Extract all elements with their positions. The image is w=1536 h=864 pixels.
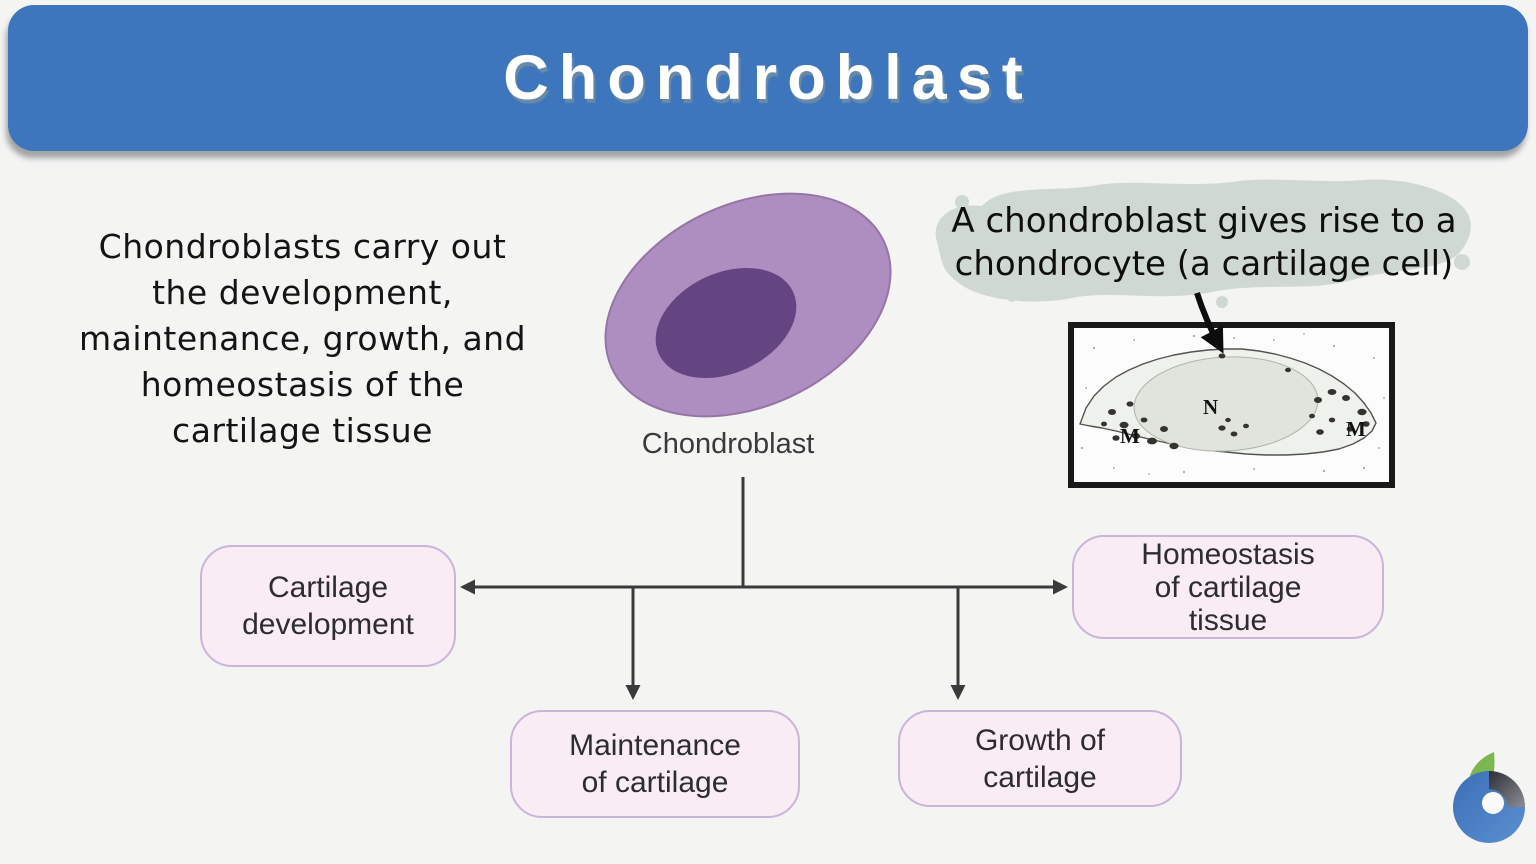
biology-online-logo-icon xyxy=(1453,752,1525,843)
logo-swirl xyxy=(1489,771,1525,807)
title-banner: Chondroblast xyxy=(8,5,1528,151)
logo-center-hole xyxy=(1482,792,1504,814)
callout-text: A chondroblast gives rise to a chondrocy… xyxy=(928,200,1480,286)
callout-line: chondrocyte (a cartilage cell) xyxy=(954,244,1454,284)
callout-highlight xyxy=(935,179,1471,308)
description-line: homeostasis of the xyxy=(140,365,465,404)
micrograph-drawing: M N M xyxy=(1079,333,1385,475)
flow-box-label-line: of cartilage xyxy=(1154,570,1302,604)
chondroblast-cell-illustration xyxy=(604,192,892,418)
flow-box-maintenance-of-cartilage: Maintenance of cartilage xyxy=(510,710,800,818)
description-line: cartilage tissue xyxy=(172,411,433,450)
flow-box-cartilage-development: Cartilage development xyxy=(200,545,456,667)
description-text: Chondroblasts carry out the development,… xyxy=(30,224,575,454)
mitochondria-label-left: M xyxy=(1120,424,1140,448)
mitochondria-label-right: M xyxy=(1346,417,1366,441)
flow-box-homeostasis-of-cartilage-tissue: Homeostasis of cartilage tissue xyxy=(1072,535,1384,639)
cell-figure-label: Chondroblast xyxy=(641,428,815,460)
callout-line: A chondroblast gives rise to a xyxy=(951,201,1457,241)
cell-nucleus xyxy=(655,267,797,379)
flow-lines xyxy=(460,477,1068,700)
flow-box-label-line: Growth of xyxy=(974,723,1106,757)
flow-box-label-line: tissue xyxy=(1188,603,1268,637)
description-line: the development, xyxy=(152,273,453,312)
flow-box-label-line: Maintenance xyxy=(569,729,741,762)
flow-box-label-line: development xyxy=(242,608,414,641)
flow-box-label-line: cartilage xyxy=(983,760,1097,794)
chondrocyte-micrograph: M N M xyxy=(1068,322,1395,488)
nucleus-label: N xyxy=(1203,395,1218,419)
description-line: Chondroblasts carry out xyxy=(98,227,507,266)
flow-box-label-line: of cartilage xyxy=(581,766,729,799)
description-line: maintenance, growth, and xyxy=(78,319,527,358)
mitochondria-granules xyxy=(1101,353,1370,450)
flow-box-label-line: Cartilage xyxy=(267,571,389,604)
page-title: Chondroblast xyxy=(503,43,1033,113)
flow-box-label-line: Homeostasis xyxy=(1141,537,1315,571)
flow-box-growth-of-cartilage: Growth of cartilage xyxy=(898,710,1182,807)
